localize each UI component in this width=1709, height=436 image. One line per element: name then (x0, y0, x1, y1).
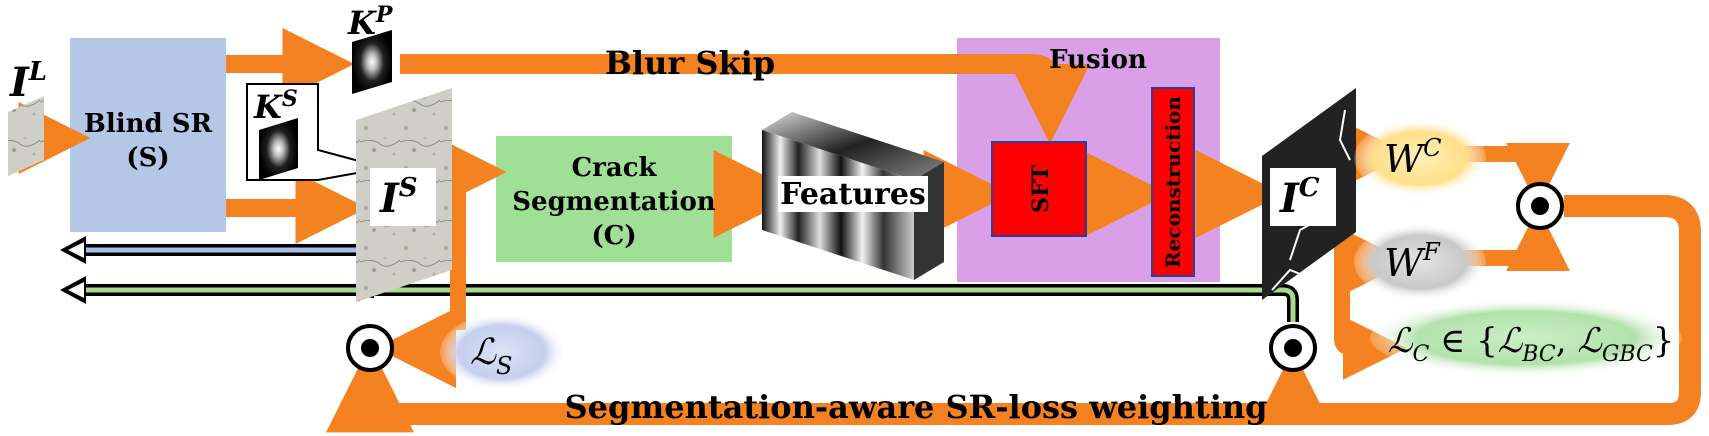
product-circle-right (1516, 182, 1564, 230)
ks-label: KS (253, 86, 298, 126)
crack-label-line2: Segmentation (512, 187, 716, 217)
blur-skip-label: Blur Skip (605, 44, 775, 82)
blind-sr-label-line2: (S) (126, 143, 169, 173)
wc-label: WC (1384, 134, 1441, 181)
ic-label: IC (1279, 173, 1320, 222)
features-label: Features (780, 177, 926, 212)
ls-ellipse (440, 314, 564, 390)
features-block (762, 112, 944, 280)
bottom-caption: Segmentation-aware SR-loss weighting (565, 388, 1268, 426)
blind-sr-label-line1: Blind SR (84, 109, 213, 139)
lc-ellipse (1370, 300, 1682, 376)
product-circle-middle (1269, 324, 1317, 372)
is-label: IS (379, 173, 418, 222)
wf-ellipse (1354, 224, 1486, 300)
input-label: IL (9, 57, 47, 106)
wf-label: WF (1384, 238, 1441, 285)
product-circle-left (346, 324, 394, 372)
blind-sr-box (70, 38, 226, 232)
lc-label: ℒC ∈ {ℒBC, ℒGBC} (1388, 321, 1674, 367)
arrows (18, 28, 1701, 433)
kernel-ks-image (259, 118, 298, 180)
reconstruction-label: Reconstruction (1161, 96, 1185, 268)
reconstruction-box (1151, 87, 1195, 277)
wc-ellipse (1354, 120, 1486, 196)
kernel-kp-image (352, 30, 392, 94)
sft-label: SFT (1028, 164, 1054, 213)
input-low-res-image (8, 96, 44, 176)
crack-segmentation-box (496, 136, 732, 262)
crack-label-line3: (C) (591, 221, 636, 251)
kp-label: KP (347, 2, 394, 42)
ls-label: ℒS (470, 332, 512, 380)
fusion-title: Fusion (1049, 45, 1147, 75)
feedback-path-green (60, 276, 1299, 322)
is-label-bg (370, 168, 436, 226)
sft-box (991, 141, 1087, 237)
ic-label-bg (1270, 168, 1336, 226)
crack-label-line1: Crack (571, 153, 657, 183)
